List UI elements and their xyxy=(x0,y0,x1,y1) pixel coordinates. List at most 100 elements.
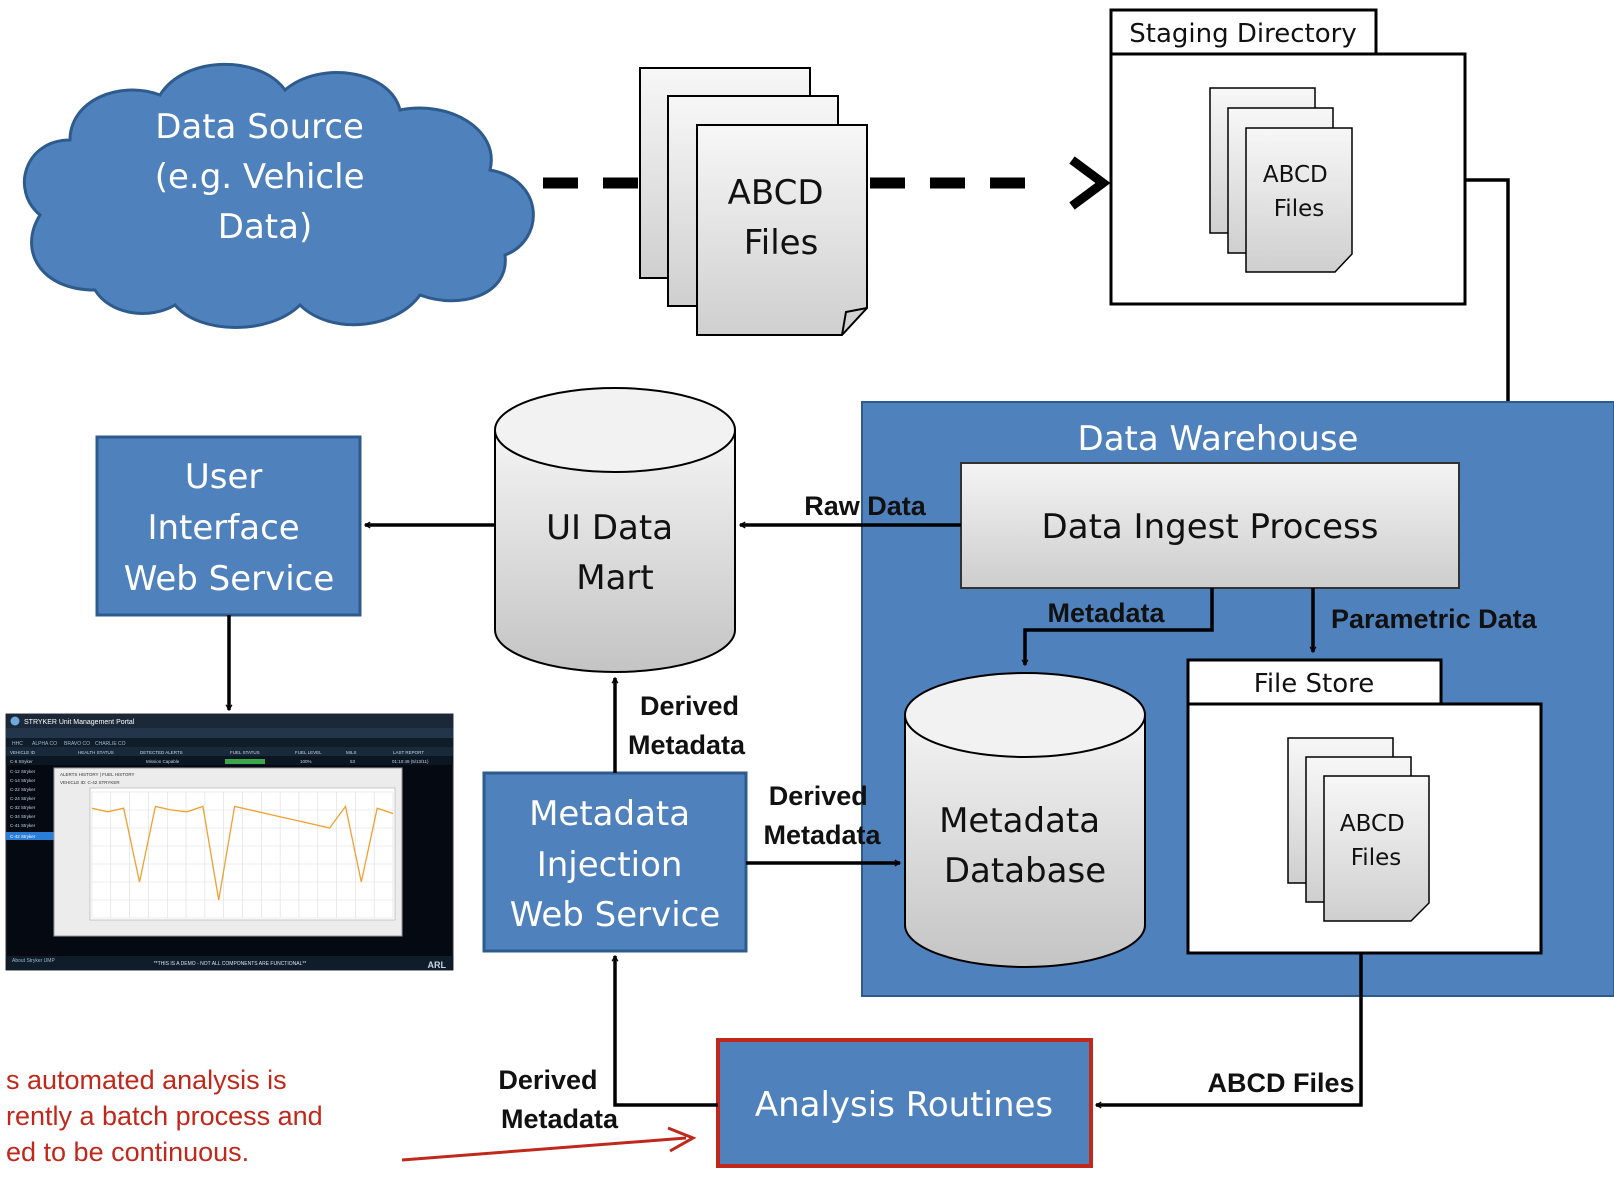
filestore-to-analysis-arrow xyxy=(1096,953,1363,1105)
svg-text:ABCD Files: ABCD Files xyxy=(1263,162,1335,222)
metadata-database-line-2: Database xyxy=(944,851,1106,891)
svg-text:C-6 Stryker Mission Capa: C-6 Stryker Mission Capable 100% 53 01:1… xyxy=(10,759,429,764)
svg-text:Data Source (e.g. Vehicl: Data Source (e.g. Vehicle Data) xyxy=(155,107,376,247)
svg-text:ABCD Files: ABCD Files xyxy=(1340,811,1412,871)
metadata-database-line-1: Metadata xyxy=(939,801,1100,841)
data-source-line-1: Data Source xyxy=(155,107,364,147)
ui-service-line-3: Web Service xyxy=(124,559,335,599)
screenshot-app-title: STRYKER Unit Management Portal xyxy=(24,719,135,726)
analysis-routines: Analysis Routines xyxy=(716,1038,1093,1168)
derived-metadata-right-line-1: Derived xyxy=(769,781,868,811)
staging-files-line-2: Files xyxy=(1274,196,1324,222)
data-source-line-2: (e.g. Vehicle xyxy=(155,157,365,197)
svg-text:UI Data Mart: UI Data Mart xyxy=(546,508,684,598)
fuel-history-line xyxy=(91,804,394,901)
screenshot-col-6: MILS xyxy=(346,750,357,755)
screenshot-row1-mils: 53 xyxy=(350,759,356,764)
file-store-files-line-1: ABCD xyxy=(1340,811,1405,837)
screenshot-row1-alerts: Mission Capable xyxy=(146,759,180,764)
injection-service-line-2: Injection xyxy=(537,845,683,885)
derived-metadata-up-line-2: Metadata xyxy=(628,730,746,760)
data-ingest-process: Data Ingest Process xyxy=(1042,507,1379,547)
analysis-to-injection-arrow xyxy=(615,956,718,1107)
screenshot-col-2: HEALTH STATUS xyxy=(78,750,114,755)
screenshot-col-1: VEHICLE ID xyxy=(10,750,36,755)
staging-directory-title: Staging Directory xyxy=(1129,19,1356,49)
injection-service-line-1: Metadata xyxy=(529,794,690,834)
svg-text:Metadata Database: Metadata Database xyxy=(939,801,1111,891)
automated-analysis-note: s automated analysis is rently a batch p… xyxy=(6,1065,697,1167)
screenshot-footer: **THIS IS A DEMO - NOT ALL COMPONENTS AR… xyxy=(154,961,307,967)
note-line-3: ed to be continuous. xyxy=(6,1137,249,1167)
screenshot-row1-report: 01:10:49 (5/13/11) xyxy=(392,759,429,764)
screenshot-vehicle-6: C-32 Stryker xyxy=(10,805,36,810)
portal-screenshot: STRYKER Unit Management Portal HHC ALPHA… xyxy=(5,713,454,971)
svg-text:VEHICLE ID HEALTH STATUS: VEHICLE ID HEALTH STATUS DETECTED ALERTS… xyxy=(10,750,424,755)
screenshot-vehicle-2: C-12 Stryker xyxy=(10,769,36,774)
parametric-flow-label: Parametric Data xyxy=(1331,604,1538,634)
svg-text:s automated analysis is: s automated analysis is rently a batch p… xyxy=(6,1065,330,1167)
metadata-flow-label: Metadata xyxy=(1047,598,1165,628)
app-logo-icon xyxy=(10,716,20,726)
screenshot-vehicle-8: C-41 Stryker xyxy=(10,823,36,828)
user-interface-web-service: User Interface Web Service xyxy=(95,435,362,617)
screenshot-tab-3: BRAVO CO xyxy=(64,741,90,747)
screenshot-vehicle-9: C-42 Stryker xyxy=(10,834,36,839)
fuel-status-bar xyxy=(225,759,265,764)
ui-data-mart-line-1: UI Data xyxy=(546,508,673,548)
ui-data-mart-line-2: Mart xyxy=(576,558,653,598)
abcd-files-flow-label: ABCD Files xyxy=(1207,1068,1354,1098)
data-warehouse-title: Data Warehouse xyxy=(1078,419,1359,459)
screenshot-vehicle-7: C-34 Stryker xyxy=(10,814,36,819)
data-source-line-3: Data) xyxy=(218,207,312,247)
file-store-title: File Store xyxy=(1254,669,1375,699)
screenshot-col-3: DETECTED ALERTS xyxy=(140,750,183,755)
file-store: File Store ABCD Files xyxy=(1186,658,1543,955)
screenshot-row1-id: C-6 Stryker xyxy=(10,759,33,764)
svg-text:Metadata Injection: Metadata Injection Web Service xyxy=(510,794,721,935)
popup-vehicle: VEHICLE ID: C-42 STRYKER xyxy=(60,780,120,785)
staging-files-line-1: ABCD xyxy=(1263,162,1328,188)
staging-directory: Staging Directory ABCD Files xyxy=(1109,8,1467,306)
metadata-database: Metadata Database xyxy=(904,672,1146,968)
screenshot-vehicle-4: C-22 Stryker xyxy=(10,787,36,792)
svg-text:Derived Metadata: Derived Metadata xyxy=(763,781,881,850)
raw-data-label: Raw Data xyxy=(804,491,927,521)
file-store-files-line-2: Files xyxy=(1351,845,1401,871)
ui-service-line-1: User xyxy=(185,457,263,497)
note-line-2: rently a batch process and xyxy=(6,1101,323,1131)
derived-metadata-up-line-1: Derived xyxy=(640,691,739,721)
data-warehouse: Data Warehouse Data Ingest Process Metad… xyxy=(861,401,1614,997)
svg-text:Derived Metadata: Derived Metadata xyxy=(498,1065,619,1134)
incoming-files-line-1: ABCD xyxy=(728,173,824,213)
svg-text:HHC ALPHA CO BRAVO: HHC ALPHA CO BRAVO CO CHARLIE CO xyxy=(12,741,126,747)
dashed-transfer-arrow xyxy=(543,156,1111,210)
svg-text:C-12 Stryker C-14 Stryke: C-12 Stryker C-14 Stryker C-22 Stryker C… xyxy=(10,769,37,828)
derived-metadata-right-line-2: Metadata xyxy=(763,820,881,850)
screenshot-vehicle-5: C-24 Stryker xyxy=(10,796,36,801)
injection-service-line-3: Web Service xyxy=(510,895,721,935)
popup-chart-grid xyxy=(91,791,394,919)
arl-logo: ARL xyxy=(428,960,447,970)
screenshot-footer-left: About Stryker UMP xyxy=(12,958,55,964)
data-source-cloud: Data Source (e.g. Vehicle Data) xyxy=(22,62,535,329)
screenshot-vehicle-3: C-14 Stryker xyxy=(10,778,36,783)
screenshot-tab-2: ALPHA CO xyxy=(32,741,57,747)
svg-text:ABCD Files: ABCD Files xyxy=(728,173,835,263)
derived-metadata-left-line-1: Derived xyxy=(498,1065,597,1095)
metadata-injection-web-service: Metadata Injection Web Service xyxy=(482,771,748,953)
incoming-files-stack: ABCD Files xyxy=(639,67,868,336)
derived-metadata-left-line-2: Metadata xyxy=(501,1104,619,1134)
ui-service-line-2: Interface xyxy=(147,508,299,548)
screenshot-tab-1: HHC xyxy=(12,741,23,747)
svg-text:Derived Metadata: Derived Metadata xyxy=(628,691,747,760)
screenshot-col-5: FUEL LEVEL xyxy=(295,750,322,755)
screenshot-col-7: LAST REPORT xyxy=(393,750,424,755)
screenshot-col-4: FUEL STATUS xyxy=(230,750,260,755)
incoming-files-line-2: Files xyxy=(744,223,819,263)
svg-text:User Interface Web: User Interface Web Service xyxy=(124,457,335,599)
screenshot-row1-fuel: 100% xyxy=(300,759,312,764)
screenshot-tab-4: CHARLIE CO xyxy=(95,741,126,747)
popup-tabs: ALERTS HISTORY | FUEL HISTORY xyxy=(60,772,135,777)
